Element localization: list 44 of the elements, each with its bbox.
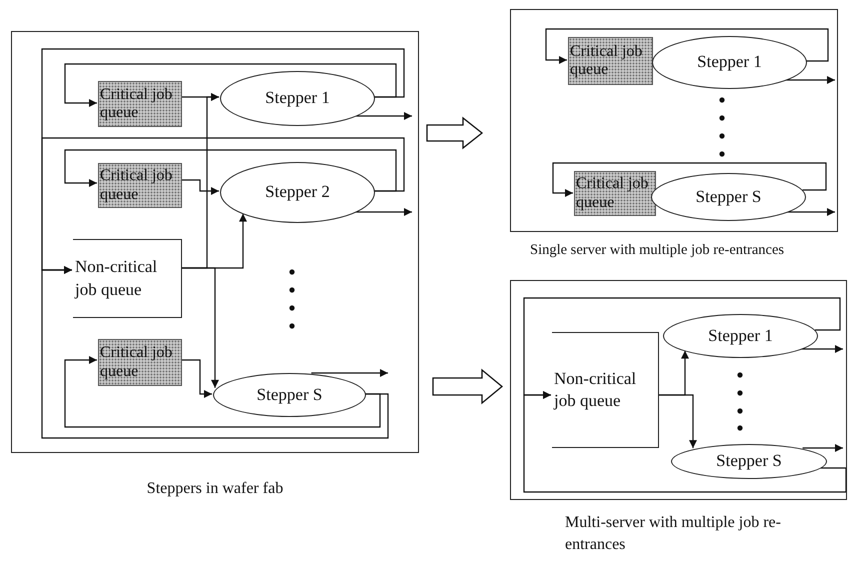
- panel-frame: [11, 31, 419, 453]
- arrow: [181, 267, 219, 388]
- arrow: [545, 28, 829, 64]
- node-label: Stepper 1: [708, 324, 773, 347]
- node-label: Stepper S: [696, 186, 762, 208]
- block-arrow: [432, 368, 504, 404]
- arrow: [181, 179, 219, 195]
- queue-box: [568, 37, 653, 85]
- node-label: Stepper 1: [697, 51, 762, 74]
- arrow: [802, 444, 843, 452]
- panel-frame: [510, 9, 838, 232]
- arrow: [658, 394, 697, 448]
- arrow: [181, 359, 212, 398]
- panel-caption: Multi-server with multiple job re-entrances: [565, 513, 782, 556]
- node-label: Critical job queue: [576, 175, 650, 212]
- arrow: [41, 266, 389, 439]
- node-label: Stepper S: [716, 450, 782, 472]
- node-label: Stepper 2: [265, 181, 330, 204]
- node-label: Critical job queue: [100, 167, 174, 204]
- panel-caption: Single server with multiple job re-entrances: [530, 241, 786, 260]
- queue-box: [98, 81, 182, 127]
- node-label: Critical job queue: [570, 42, 644, 80]
- queue-box: [73, 239, 182, 318]
- node-label: Critical job queue: [100, 344, 174, 381]
- queue-box: [574, 171, 656, 216]
- queue-box: [552, 332, 659, 448]
- node-label: Non-critical job queue: [554, 368, 638, 412]
- panel-frame: [510, 280, 847, 500]
- stepper-ellipse: [651, 173, 806, 221]
- node-label: Stepper 1: [265, 87, 330, 110]
- stepper-ellipse: [213, 373, 366, 417]
- queue-box: [98, 163, 182, 208]
- arrow: [311, 369, 388, 377]
- node-label: Non-critical job queue: [75, 256, 158, 301]
- panel-caption: Steppers in wafer fab: [146, 479, 284, 499]
- arrow: [64, 149, 397, 192]
- node-label: Critical job queue: [100, 86, 174, 122]
- arrow: [523, 391, 847, 493]
- arrow: [552, 162, 827, 197]
- block-arrow: [426, 116, 484, 150]
- queue-box: [98, 339, 182, 386]
- arrow: [64, 356, 381, 428]
- node-label: Stepper S: [256, 384, 322, 406]
- arrow: [64, 63, 397, 107]
